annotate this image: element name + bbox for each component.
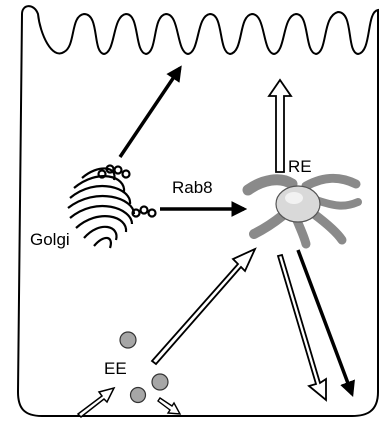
golgi-label: Golgi — [30, 230, 70, 249]
early-endosome-vesicle — [120, 332, 136, 348]
endocytosis-in-open-arrow — [78, 388, 114, 417]
re-to-basolateral-open-arrow — [278, 255, 326, 400]
golgi-apparatus — [68, 166, 156, 249]
ee-label: EE — [104, 359, 127, 378]
re-to-basolateral-solid-arrow — [298, 250, 352, 394]
early-endosome-vesicle — [131, 388, 146, 403]
recycling-endosome — [248, 178, 358, 244]
golgi-to-apical-arrow — [120, 68, 180, 157]
rab8-label: Rab8 — [172, 178, 213, 197]
ee-out-small-open-arrow — [158, 398, 180, 414]
cell-outline — [18, 6, 378, 416]
ee-to-re-open-arrow — [152, 249, 255, 364]
early-endosomes — [120, 332, 168, 403]
re-label: RE — [288, 157, 312, 176]
early-endosome-vesicle — [152, 374, 168, 390]
